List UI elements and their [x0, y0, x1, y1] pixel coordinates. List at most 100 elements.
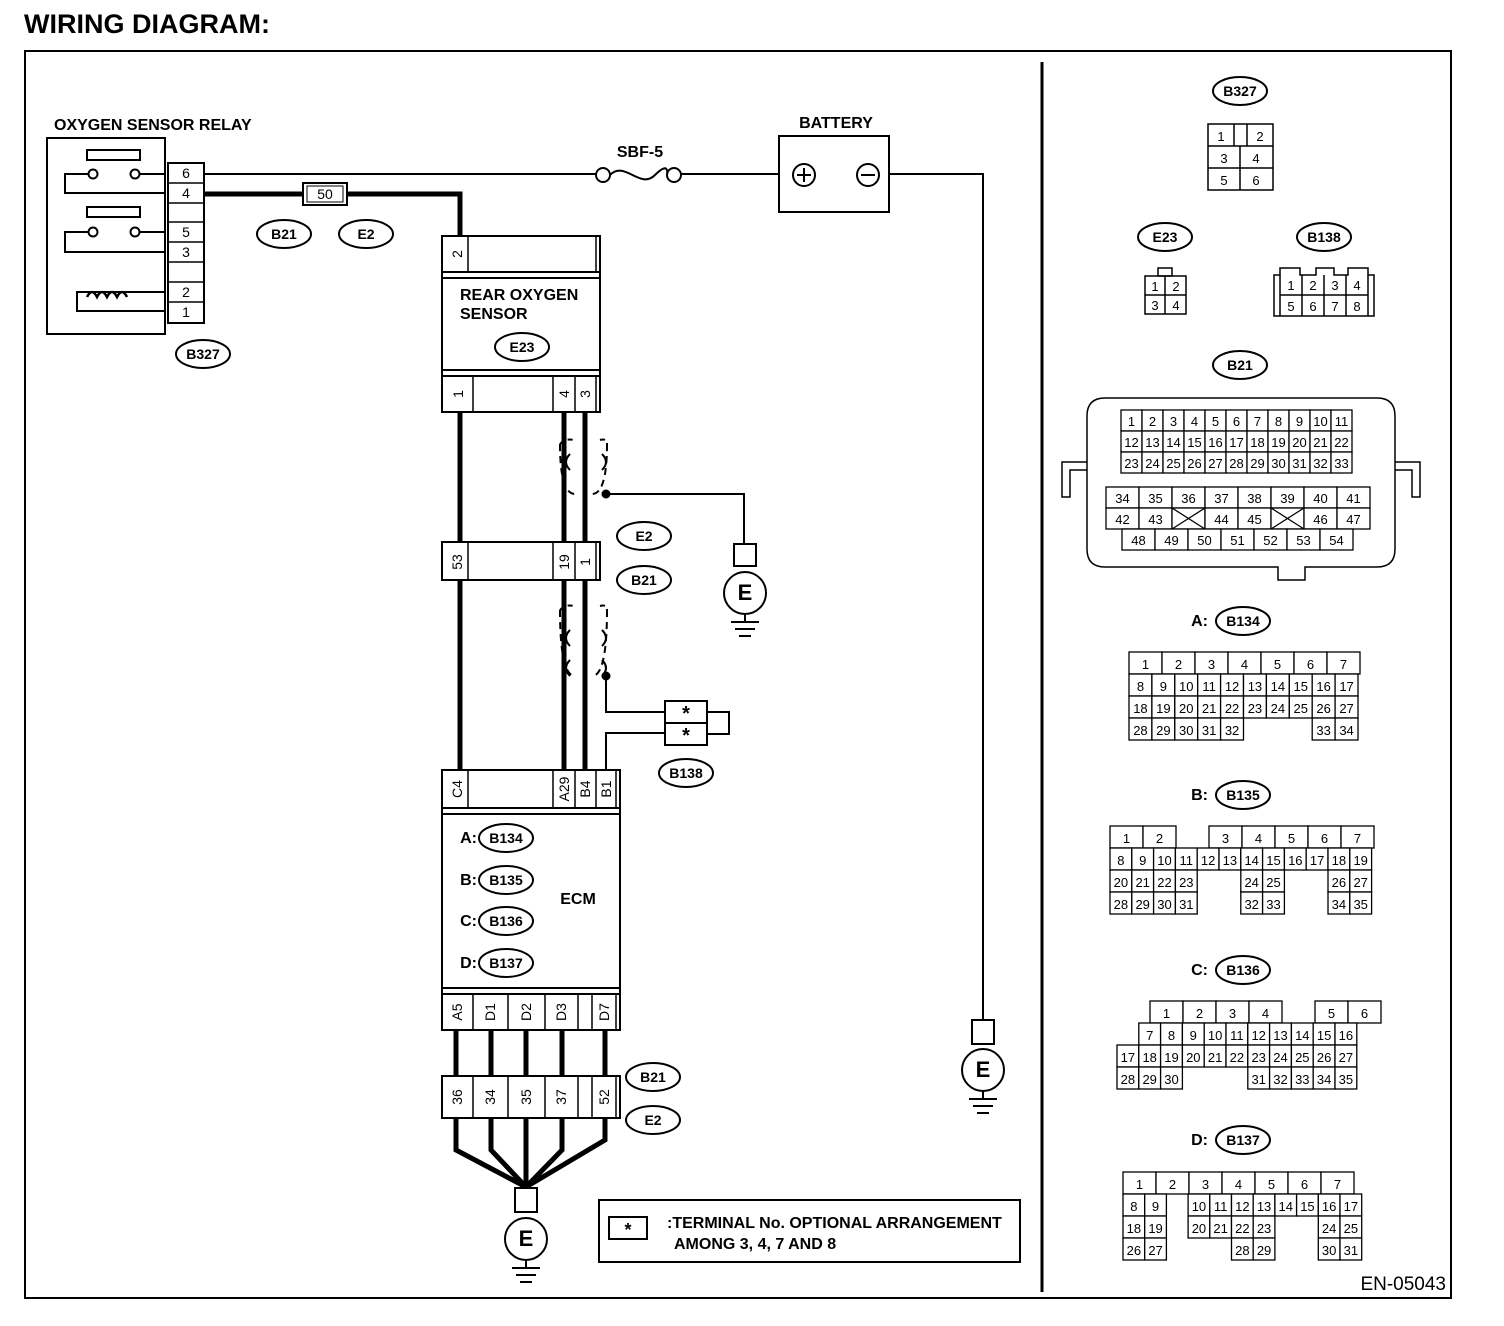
pin: 7: [1354, 831, 1361, 846]
pin: 9: [1190, 1028, 1197, 1043]
pin: 6: [1361, 1006, 1368, 1021]
terminal-note: * :TERMINAL No. OPTIONAL ARRANGEMENT AMO…: [598, 1199, 1021, 1263]
sensor-terminal: 4: [556, 390, 572, 398]
pin: 9: [1160, 679, 1167, 694]
ecm-prefix: A:: [460, 830, 477, 847]
ecm-terminal: A5: [449, 1003, 465, 1020]
pin: 17: [1229, 435, 1243, 450]
pin: 7: [1331, 299, 1338, 314]
b21-tag: B21: [256, 219, 312, 249]
e23-tag-label: E23: [510, 339, 535, 355]
pin: 25: [1294, 701, 1308, 716]
pin: 11: [1180, 853, 1194, 868]
pin: 16: [1288, 853, 1302, 868]
b21-pinout-housing: [1061, 397, 1421, 581]
pin: 12: [1124, 435, 1138, 450]
pin: 8: [1130, 1199, 1137, 1214]
pin: 5: [1274, 657, 1281, 672]
pin: 14: [1279, 1199, 1293, 1214]
pin: 3: [1220, 151, 1227, 166]
pin: 2: [1196, 1006, 1203, 1021]
pin: 15: [1317, 1028, 1331, 1043]
diagram-frame: [24, 50, 1452, 1299]
pin: 28: [1235, 1243, 1249, 1258]
pin: 14: [1271, 679, 1285, 694]
pin: 27: [1339, 701, 1353, 716]
pin: 1: [1123, 831, 1130, 846]
pin: 7: [1334, 1177, 1341, 1192]
pin: 32: [1244, 897, 1258, 912]
pin: 10: [1192, 1199, 1206, 1214]
pin: 31: [1344, 1243, 1358, 1258]
pin: 18: [1127, 1221, 1141, 1236]
pin-cell: [1159, 1066, 1184, 1090]
pin: 35: [1148, 491, 1162, 506]
svg-text:E2: E2: [635, 528, 652, 544]
lower-terminal: 36: [449, 1089, 465, 1105]
pin: 17: [1121, 1050, 1135, 1065]
e2-tag: E2: [625, 1105, 681, 1135]
pin: 33: [1295, 1072, 1309, 1087]
pin: 25: [1266, 875, 1280, 890]
b136-prefix: C:: [1191, 962, 1208, 979]
pin: 10: [1157, 853, 1171, 868]
pin: 26: [1332, 875, 1346, 890]
pin: 9: [1296, 414, 1303, 429]
pin-cell: [1252, 1237, 1276, 1261]
ecm-terminal: D2: [518, 1003, 534, 1021]
pin: 13: [1145, 435, 1159, 450]
pin: 20: [1114, 875, 1128, 890]
pin: 29: [1257, 1243, 1271, 1258]
pin: 20: [1292, 435, 1306, 450]
ecm-prefix: B:: [460, 872, 477, 889]
pin: 25: [1344, 1221, 1358, 1236]
pin: 28: [1229, 456, 1243, 471]
pin-cell: [1144, 1237, 1168, 1261]
pin: 26: [1187, 456, 1201, 471]
pin: 6: [1307, 657, 1314, 672]
pin: 29: [1156, 723, 1170, 738]
relay-terminal-block: 6 4 5 3 2 1: [167, 162, 205, 324]
ecm-ground: E: [504, 1187, 548, 1283]
pin: 27: [1148, 1243, 1162, 1258]
b135-view-tag-label: B135: [1226, 787, 1260, 803]
b135-tag-label: B135: [489, 872, 523, 888]
battery-ground: E: [961, 1019, 1005, 1114]
pin: 51: [1230, 533, 1244, 548]
svg-text:B138: B138: [669, 765, 703, 781]
pin: 14: [1166, 435, 1180, 450]
pin: 29: [1135, 897, 1149, 912]
ecm-terminal: D7: [596, 1003, 612, 1021]
battery: [778, 135, 890, 213]
b135-view-tag: [1215, 780, 1271, 810]
pin: 30: [1164, 1072, 1178, 1087]
pin: 13: [1223, 853, 1237, 868]
pin: 5: [1288, 831, 1295, 846]
pin: 10: [1208, 1028, 1222, 1043]
pin: 48: [1131, 533, 1145, 548]
pin: 12: [1201, 853, 1215, 868]
battery-label: BATTERY: [799, 115, 873, 132]
pin: 5: [1328, 1006, 1335, 1021]
pin: 26: [1127, 1243, 1141, 1258]
pin: 20: [1179, 701, 1193, 716]
ecm-terminal: A29: [556, 776, 572, 801]
pin: 9: [1152, 1199, 1159, 1214]
pin: 15: [1294, 679, 1308, 694]
pin: 22: [1334, 435, 1348, 450]
b134-prefix: A:: [1191, 613, 1208, 630]
pin: 4: [1252, 151, 1259, 166]
b21-tag: B21: [616, 565, 672, 595]
pin: 23: [1248, 701, 1262, 716]
pin: 20: [1192, 1221, 1206, 1236]
pin: 26: [1317, 1050, 1331, 1065]
pin-cell: [1347, 1000, 1382, 1024]
pin: 1: [1217, 129, 1224, 144]
svg-text:*: *: [682, 725, 690, 747]
document-code: EN-05043: [1360, 1274, 1446, 1295]
pin: 39: [1280, 491, 1294, 506]
pin: 33: [1334, 456, 1348, 471]
pin: 6: [1321, 831, 1328, 846]
svg-text:B21: B21: [271, 226, 297, 242]
